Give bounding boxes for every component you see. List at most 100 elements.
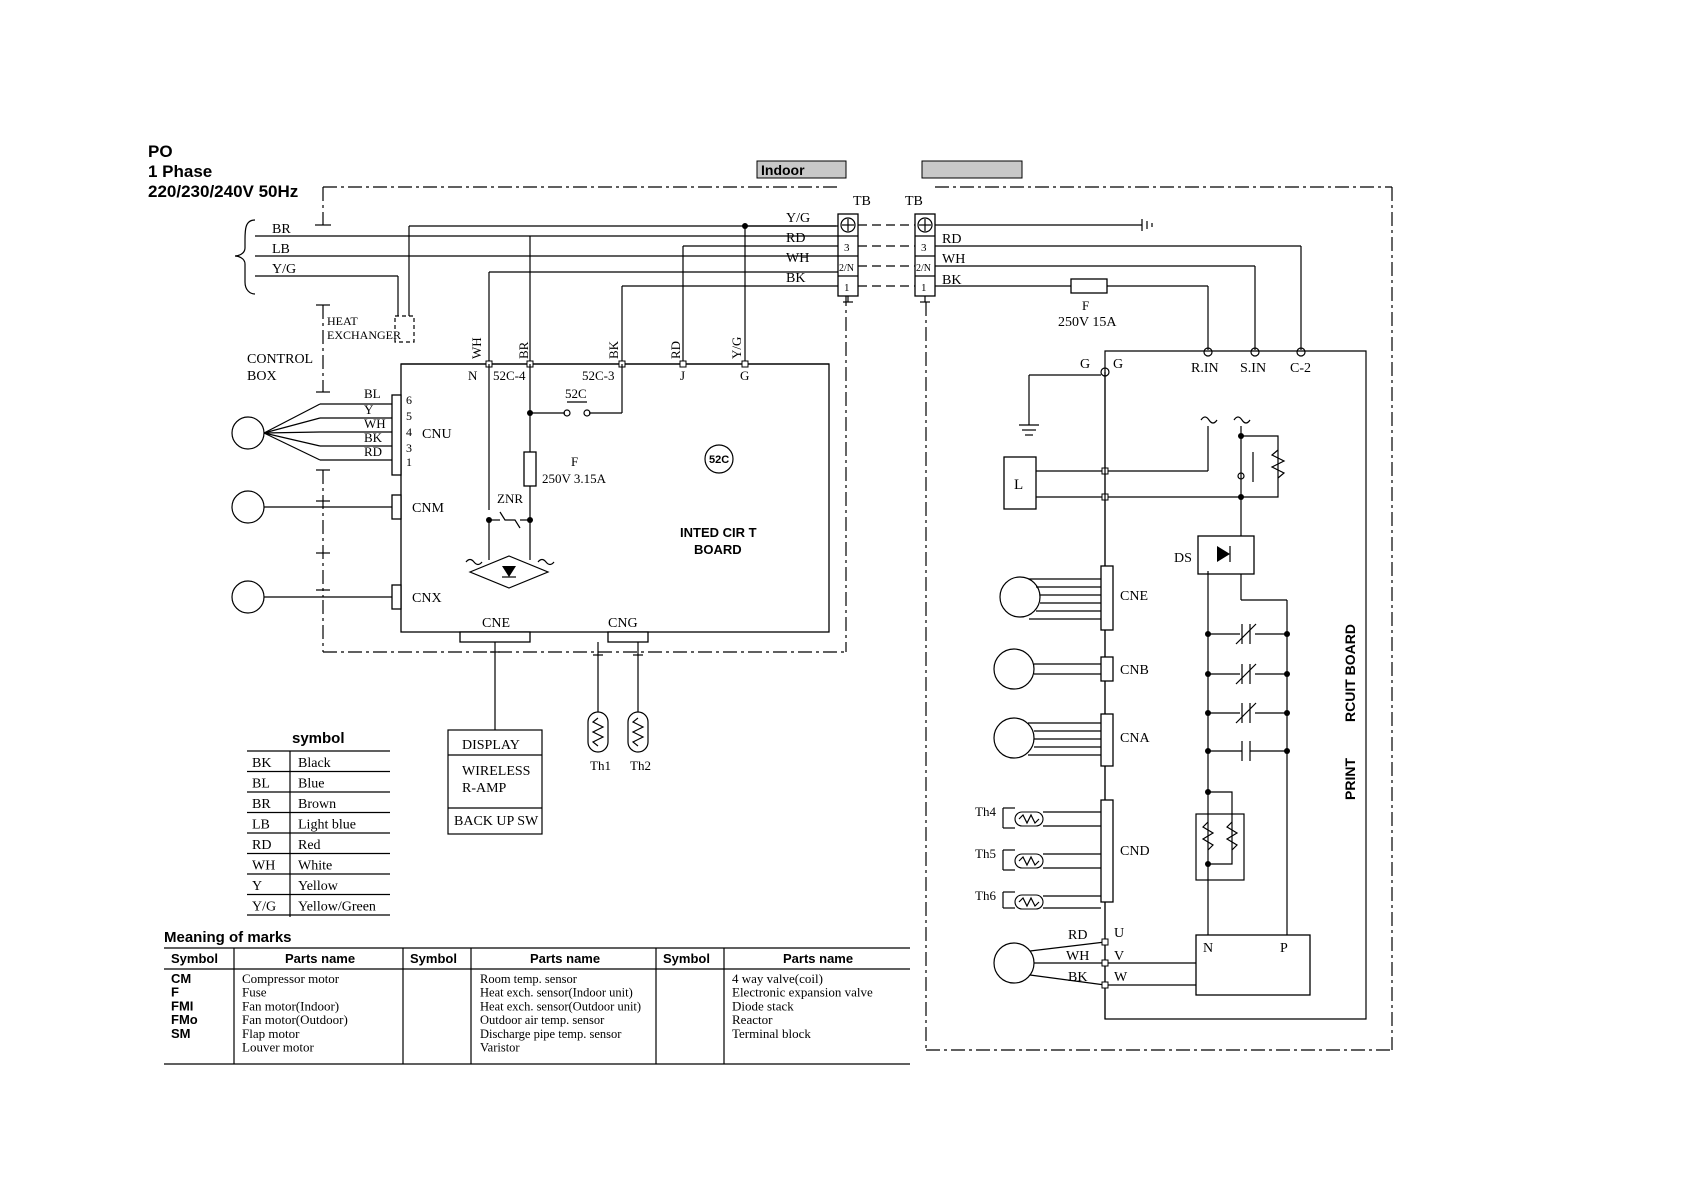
indoor-peripherals: DISPLAY WIRELESS R-AMP BACK UP SW Th1 Th… (447, 642, 651, 835)
symbol-code: Y/G (252, 900, 276, 915)
reactor (1003, 456, 1037, 510)
wire-bk-outdoor: BK (942, 273, 961, 288)
cnm-connector (391, 494, 402, 520)
louver-motor (231, 416, 265, 450)
marks-symbol: CM (171, 971, 191, 986)
header: PO 1 Phase 220/230/240V 50Hz (148, 142, 298, 201)
cna-connector (1100, 713, 1114, 767)
phase-label: 1 Phase (148, 162, 212, 181)
ramp-label: R-AMP (462, 781, 507, 796)
marks-part-name: Compressor motor (242, 971, 340, 986)
cnu-pin-1: 1 (406, 455, 412, 469)
marks-part-name: Outdoor air temp. sensor (480, 1013, 605, 1027)
wire-wh-board: WH (469, 337, 484, 359)
wire-yg-board: Y/G (729, 337, 744, 359)
model-code: PO (148, 142, 173, 161)
board-term-52c4: 52C-4 (493, 368, 526, 383)
module-n-label: N (1203, 941, 1213, 956)
cnu-pin-3: 3 (406, 441, 412, 455)
input-bracket (234, 219, 256, 295)
module-p-label: P (1280, 941, 1288, 956)
expansion-valve (993, 717, 1035, 759)
diode-stack (1197, 535, 1255, 575)
tb-indoor-pin-1: 1 (844, 282, 850, 294)
th6-label: Th6 (975, 888, 996, 903)
wire-label-yg: Y/G (272, 262, 296, 277)
outdoor-connectors: CNE CNB CNA CND Th4 Th5 Th6 (975, 565, 1196, 989)
symbol-meaning: Yellow/Green (298, 900, 376, 915)
control-box-label-1: CONTROL (247, 352, 313, 367)
indoor-enclosure (315, 186, 847, 653)
resistor-block (1195, 813, 1245, 881)
cnu-wire-bl: BL (364, 386, 381, 401)
marks-table-title: Meaning of marks (164, 929, 292, 946)
marks-table: Meaning of marks Symbol Parts name Symbo… (164, 929, 910, 1065)
outdoor-g-left: G (1080, 357, 1090, 372)
comp-terminal-v: V (1114, 949, 1124, 964)
wire-wh-outdoor: WH (942, 252, 965, 267)
indoor-terminal-block: TB 3 2/N 1 (837, 194, 871, 297)
symbol-table-title: symbol (292, 730, 345, 747)
outdoor-terminal-block: TB 3 2/N 1 (905, 194, 936, 297)
interunit-cables (858, 219, 1153, 287)
outdoor-supply-wires: RD WH BK F 250V 15A (935, 232, 1302, 350)
circuit-board-label: RCUIT BOARD (1342, 624, 1358, 722)
outdoor-fan-motor (999, 576, 1041, 618)
wireless-label: WIRELESS (462, 764, 530, 779)
cng-connector (607, 631, 649, 643)
heat-exchanger-label-2: EXCHANGER (327, 328, 401, 342)
smoothing-capacitors (1205, 623, 1290, 761)
marks-symbol: FMI (171, 998, 193, 1013)
wire-label-br: BR (272, 222, 291, 237)
tb-outdoor-label: TB (905, 194, 923, 209)
input-wires: BR LB Y/G (255, 222, 845, 364)
tb-indoor-label: TB (853, 194, 871, 209)
marks-part-name: Fan motor(Indoor) (242, 998, 339, 1013)
cnb-label: CNB (1120, 663, 1149, 678)
backup-sw-label: BACK UP SW (454, 814, 539, 829)
wire-rd-indoor: RD (786, 231, 805, 246)
cnu-pin-5: 5 (406, 409, 412, 423)
control-box-label-2: BOX (247, 369, 277, 384)
marks-part-name: Room temp. sensor (480, 972, 578, 986)
board-term-n: N (468, 368, 478, 383)
comp-wire-bk: BK (1068, 970, 1087, 985)
cnx-connector (391, 584, 402, 610)
cnm-label: CNM (412, 501, 444, 516)
marks-header-parts-3: Parts name (783, 951, 853, 966)
inverter-module (1195, 934, 1311, 996)
marks-part-name: Diode stack (732, 998, 794, 1013)
marks-symbol: SM (171, 1026, 191, 1041)
marks-symbol: F (171, 985, 179, 1000)
comp-wire-wh: WH (1066, 949, 1089, 964)
heat-exchanger (394, 315, 415, 343)
symbol-meaning: Light blue (298, 818, 356, 833)
symbol-code: RD (252, 838, 271, 853)
board-term-52c3: 52C-3 (582, 368, 615, 383)
heat-exchanger-label-1: HEAT (327, 314, 358, 328)
outdoor-fuse-f: F (1082, 298, 1089, 313)
marks-header-parts-2: Parts name (530, 951, 600, 966)
cnu-connector (391, 394, 402, 476)
tb-indoor-pin-3: 3 (844, 242, 850, 254)
outdoor-pcb: R.IN S.IN C-2 G G L DS (1003, 347, 1367, 1020)
outdoor-in-sin: S.IN (1240, 361, 1266, 376)
indoor-cne-connector (459, 631, 531, 643)
cnu-pin-6: 6 (406, 393, 412, 407)
outdoor-g-right: G (1113, 357, 1123, 372)
th5-label: Th5 (975, 846, 996, 861)
marks-part-name: Heat exch. sensor(Outdoor unit) (480, 999, 641, 1013)
outdoor-cne-connector (1100, 565, 1114, 631)
symbol-meaning: Black (298, 756, 331, 771)
indoor-tag (756, 160, 847, 179)
indoor-tb-wires: Y/G RD WH BK (488, 211, 930, 364)
cnb-connector (1100, 656, 1114, 682)
indoor-board-title-1: INTED CIR T (680, 525, 757, 540)
cna-label: CNA (1120, 731, 1150, 746)
indoor-fuse (523, 451, 537, 487)
tb-indoor-pin-2n: 2/N (839, 263, 854, 274)
comp-terminal-u: U (1114, 926, 1124, 941)
